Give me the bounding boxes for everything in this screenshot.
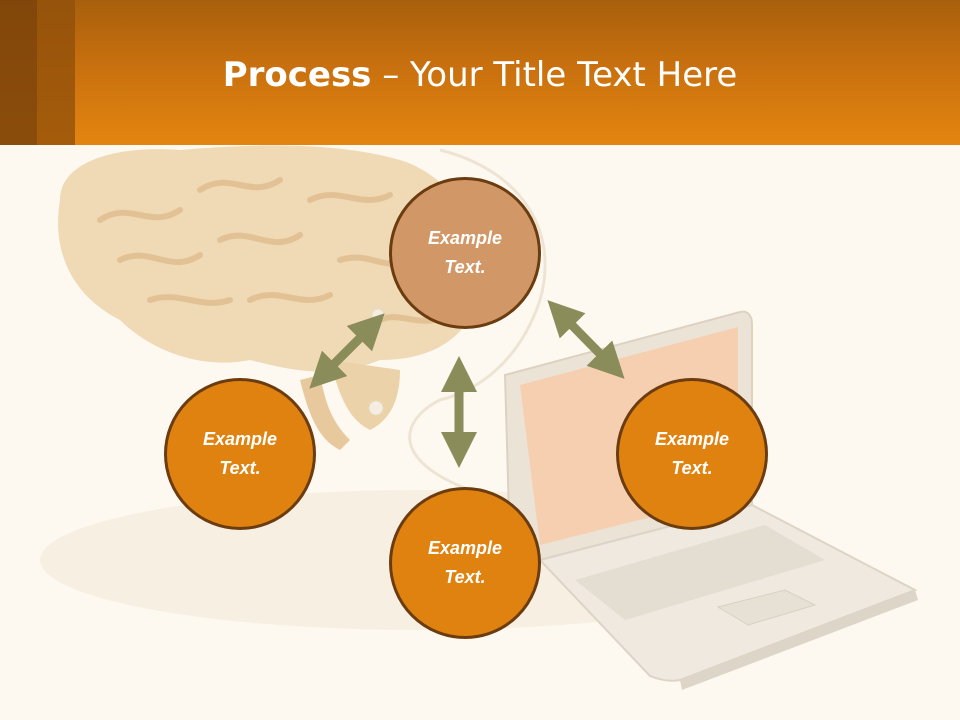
slide-title[interactable]: Process – Your Title Text Here bbox=[0, 52, 960, 98]
process-node-top[interactable]: Example Text. bbox=[389, 177, 541, 329]
arrow-top-right bbox=[547, 300, 625, 379]
process-node-left[interactable]: Example Text. bbox=[164, 378, 316, 530]
accent-bar bbox=[37, 0, 75, 145]
node-text: Example Text. bbox=[427, 228, 503, 277]
process-node-bottom[interactable]: Example Text. bbox=[389, 487, 541, 639]
arrow-top-left bbox=[309, 313, 385, 389]
node-text: Example Text. bbox=[202, 429, 278, 478]
node-text: Example Text. bbox=[427, 538, 503, 587]
title-bold: Process bbox=[222, 55, 372, 95]
node-text: Example Text. bbox=[654, 429, 730, 478]
title-banner: Process – Your Title Text Here bbox=[0, 0, 960, 145]
process-node-right[interactable]: Example Text. bbox=[616, 378, 768, 530]
accent-bar-dark bbox=[0, 0, 37, 145]
title-rest: – Your Title Text Here bbox=[371, 55, 738, 95]
